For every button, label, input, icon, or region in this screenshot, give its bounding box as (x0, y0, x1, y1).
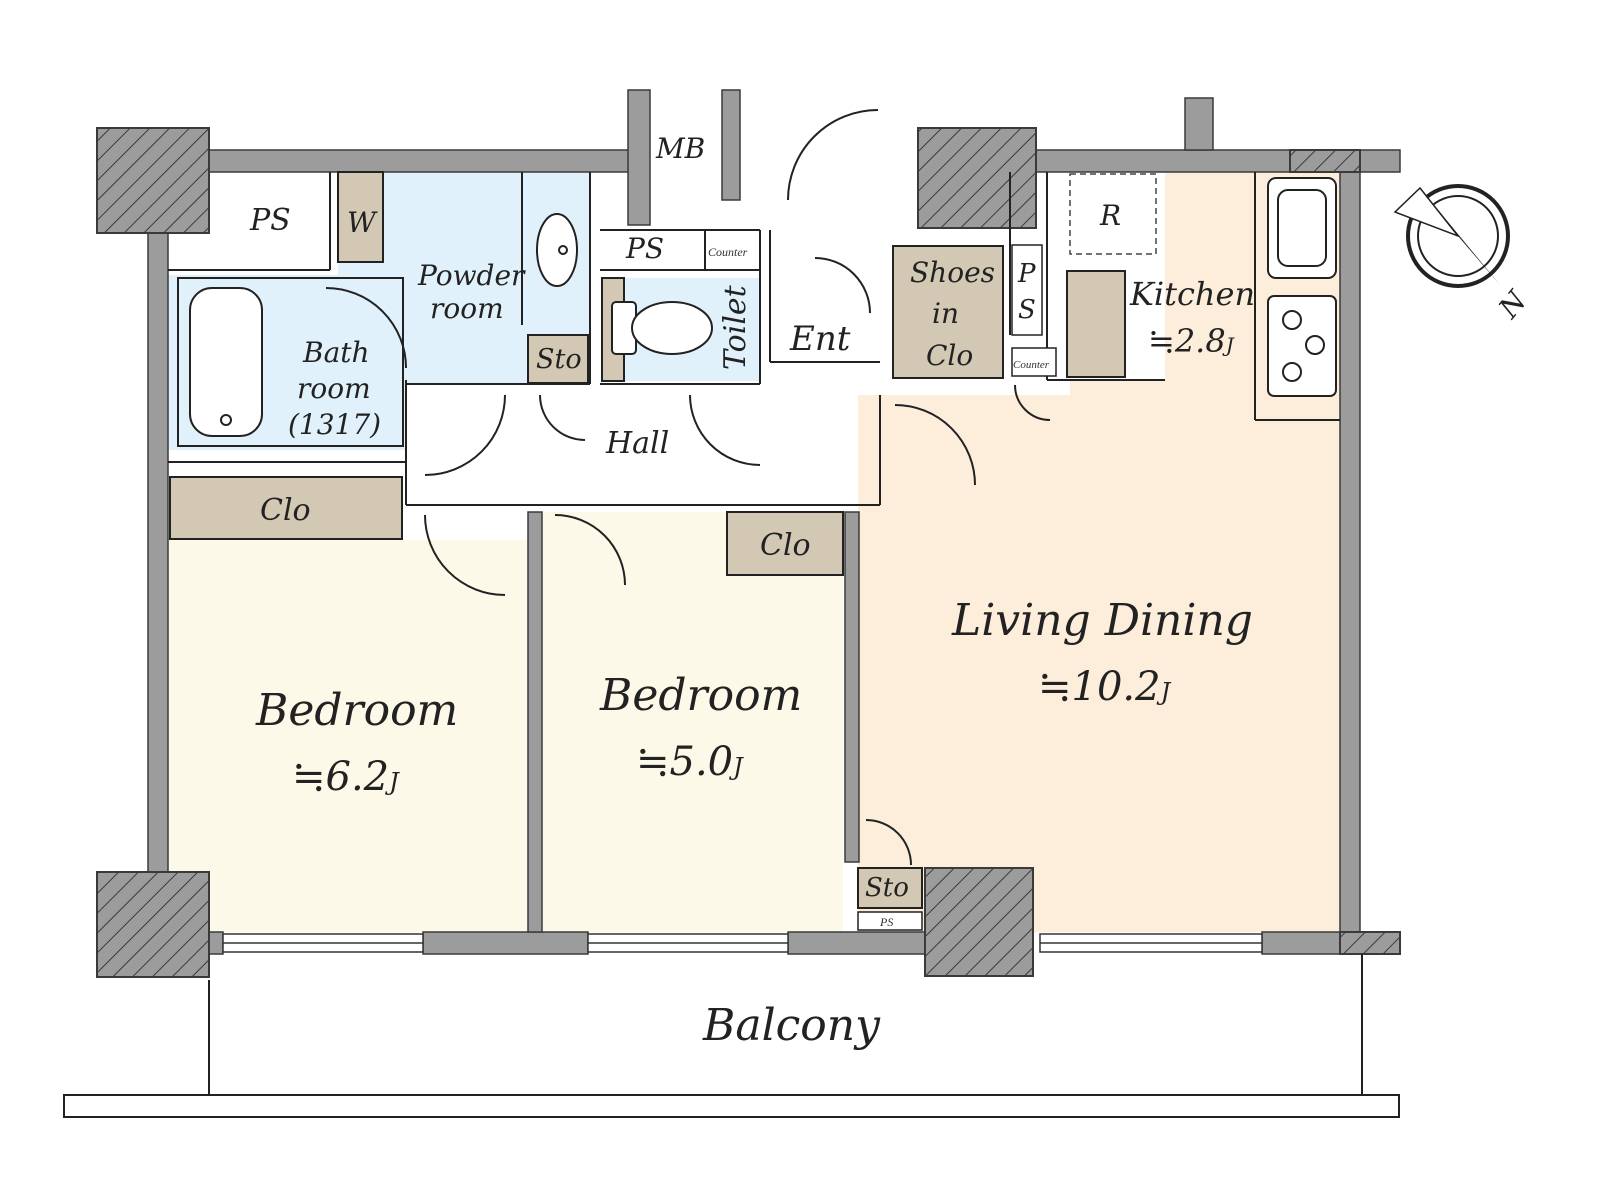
bedroom2-floor (543, 512, 843, 932)
ps-bottom-box (857, 911, 923, 931)
sink-icon (1267, 177, 1337, 279)
mb-label: MB (655, 132, 705, 165)
toilet-icon (611, 301, 713, 355)
bath-label-1: Bath (302, 336, 370, 369)
compass-icon (1393, 184, 1510, 288)
compass-north-label: N (1491, 283, 1534, 325)
windows (222, 933, 1263, 953)
ps-bottom-label: PS (879, 915, 893, 929)
columns (96, 127, 1401, 978)
shoes-label-2: in (932, 297, 959, 330)
ent-label: Ent (789, 319, 851, 359)
toilet-label: Toilet (718, 284, 753, 370)
storage-blocks (169, 171, 1126, 909)
doors (325, 109, 1051, 866)
living-label: Living Dining (951, 595, 1253, 646)
balcony (63, 954, 1400, 1118)
living-floor (858, 172, 1350, 932)
kitchen-label: Kitchen (1129, 275, 1255, 313)
bath-label-3: (1317) (288, 408, 381, 441)
counter-kitchen-label: Counter (1013, 359, 1050, 371)
bath-label-2: room (297, 372, 371, 405)
powder-label-1: Powder (417, 259, 526, 292)
ps-vertical-box (1011, 244, 1043, 336)
clo-left-label: Clo (260, 493, 311, 528)
counter-small-label: Counter (708, 245, 748, 259)
sto-bottom-label: Sto (865, 873, 909, 903)
hall-label: Hall (605, 426, 669, 461)
washer-label: W (347, 206, 378, 239)
bedroom2-area: ≒5.0J (636, 739, 744, 785)
living-area: ≒10.2J (1038, 664, 1172, 710)
washbasin-icon (536, 213, 578, 287)
partitions (168, 172, 1340, 506)
stove-icon (1267, 295, 1337, 397)
powder-label-2: room (430, 292, 504, 325)
counter-kitchen-box (1011, 347, 1057, 377)
bathtub-icon (189, 287, 263, 437)
balcony-label: Balcony (702, 1000, 881, 1051)
ps-mid-label: PS (625, 232, 664, 265)
bedroom1-area: ≒6.2J (292, 754, 400, 800)
clo-mid-label: Clo (760, 528, 811, 563)
shoes-label-1: Shoes (910, 256, 995, 289)
walls (147, 89, 1401, 955)
kitchen-area: ≒2.8J (1148, 322, 1235, 360)
ps-vertical-label-2: S (1018, 295, 1036, 325)
labels: PS W Powder room Bath room (1317) Sto PS… (249, 132, 1534, 1051)
fridge-label: R (1099, 199, 1121, 232)
bedroom1-floor (168, 540, 528, 932)
bedroom1-label: Bedroom (255, 685, 458, 736)
fridge-outline (1069, 173, 1157, 255)
shoes-label-3: Clo (926, 339, 973, 372)
sto-top-label: Sto (536, 344, 582, 375)
ps-top-label: PS (249, 203, 291, 238)
ps-vertical-label-1: P (1017, 259, 1036, 289)
bedroom2-label: Bedroom (599, 670, 802, 721)
